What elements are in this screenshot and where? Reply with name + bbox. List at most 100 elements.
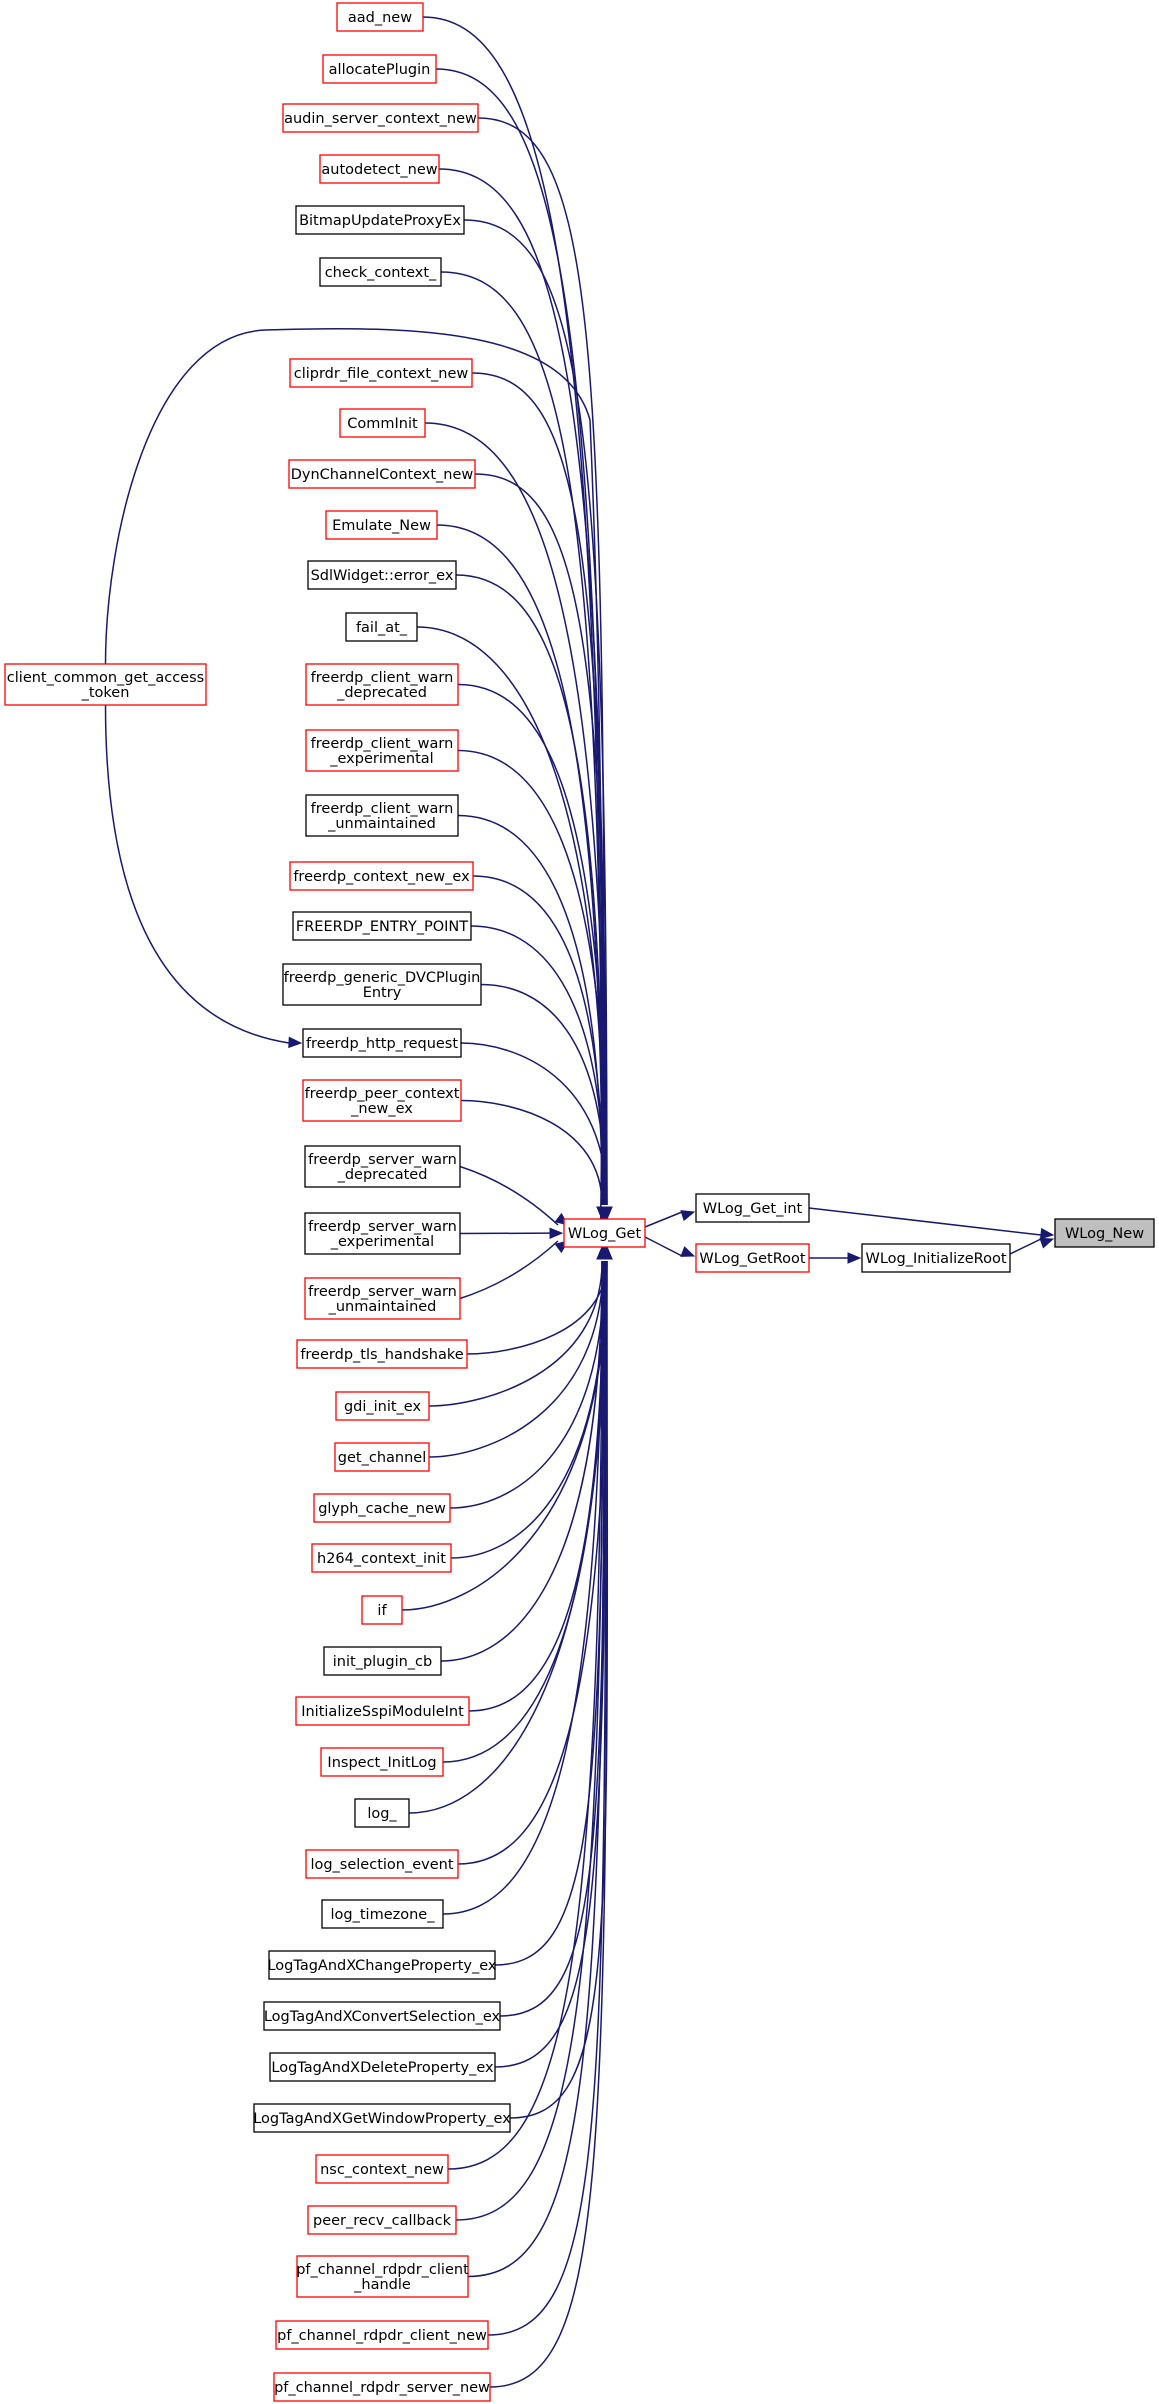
node-WLog_Get[interactable]: WLog_Get (563, 1218, 646, 1248)
edge-freerdp_peer_context_new_ex-to-WLog_Get-arrow (596, 1206, 608, 1221)
node-label: get_channel (338, 1450, 426, 1466)
node-if[interactable]: if (361, 1595, 403, 1625)
node-freerdp_server_warn_unmaintained[interactable]: freerdp_server_warn_unmaintained (304, 1277, 461, 1320)
node-freerdp_tls_handshake[interactable]: freerdp_tls_handshake (296, 1339, 468, 1369)
node-box (268, 1950, 496, 1980)
node-label: gdi_init_ex (344, 1399, 422, 1415)
node-LogTagAndXConvertSelection_ex[interactable]: LogTagAndXConvertSelection_ex (263, 2001, 501, 2031)
node-label: _new_ex (350, 1101, 413, 1117)
node-BitmapUpdateProxyEx[interactable]: BitmapUpdateProxyEx (295, 205, 465, 235)
edge-LogTagAndXConvertSelection_ex-to-WLog_Get (499, 1260, 606, 2017)
node-nsc_context_new[interactable]: nsc_context_new (315, 2154, 449, 2184)
node-Emulate_New[interactable]: Emulate_New (325, 510, 438, 540)
node-box (339, 408, 426, 438)
node-pf_channel_rdpdr_server_new[interactable]: pf_channel_rdpdr_server_new (273, 2372, 491, 2402)
node-label: client_common_get_access (7, 670, 204, 686)
node-box (289, 861, 474, 891)
node-freerdp_server_warn_experimental[interactable]: freerdp_server_warn_experimental (304, 1212, 461, 1255)
node-box (263, 2001, 501, 2031)
node-h264_context_init[interactable]: h264_context_init (311, 1543, 452, 1573)
edge-glyph_cache_new-to-WLog_Get (449, 1260, 606, 1509)
node-check_context_[interactable]: check_context_ (319, 257, 442, 287)
node-WLog_GetRoot[interactable]: WLog_GetRoot (695, 1243, 810, 1273)
node-aad_new[interactable]: aad_new (336, 2, 424, 32)
node-freerdp_http_request[interactable]: freerdp_http_request (302, 1028, 462, 1058)
node-pf_channel_rdpdr_client_new[interactable]: pf_channel_rdpdr_client_new (275, 2320, 489, 2350)
node-label: freerdp_client_warn (311, 801, 454, 817)
node-CommInit[interactable]: CommInit (339, 408, 426, 438)
node-label: init_plugin_cb (333, 1654, 432, 1670)
node-label: cliprdr_file_context_new (294, 366, 469, 382)
node-label: freerdp_client_warn (311, 736, 454, 752)
node-freerdp_server_warn_deprecated[interactable]: freerdp_server_warn_deprecated (304, 1145, 461, 1188)
node-freerdp_context_new_ex[interactable]: freerdp_context_new_ex (289, 861, 474, 891)
node-freerdp_peer_context_new_ex[interactable]: freerdp_peer_context_new_ex (302, 1079, 462, 1122)
node-LogTagAndXGetWindowProperty_ex[interactable]: LogTagAndXGetWindowProperty_ex (253, 2103, 511, 2133)
node-box (313, 1493, 451, 1523)
node-box (695, 1193, 810, 1223)
node-log_[interactable]: log_ (354, 1798, 410, 1828)
node-allocatePlugin[interactable]: allocatePlugin (322, 54, 437, 84)
node-label: fail_at_ (356, 620, 408, 636)
edge-WLog_Get_int-to-WLog_New-arrow (1039, 1227, 1055, 1240)
node-log_timezone_[interactable]: log_timezone_ (321, 1899, 444, 1929)
node-DynChannelContext_new[interactable]: DynChannelContext_new (288, 459, 476, 489)
node-cliprdr_file_context_new[interactable]: cliprdr_file_context_new (289, 358, 473, 388)
node-box (289, 358, 473, 388)
node-glyph_cache_new[interactable]: glyph_cache_new (313, 1493, 451, 1523)
node-pf_channel_rdpdr_client_handle[interactable]: pf_channel_rdpdr_client_handle (296, 2255, 469, 2298)
node-box (334, 1442, 430, 1472)
node-label: WLog_GetRoot (699, 1251, 805, 1267)
node-box (292, 911, 472, 941)
edge-audin_server_context_new-to-WLog_Get (477, 117, 606, 1206)
node-label: LogTagAndXConvertSelection_ex (264, 2009, 501, 2025)
node-InitializeSspiModuleInt[interactable]: InitializeSspiModuleInt (295, 1696, 470, 1726)
node-LogTagAndXDeleteProperty_ex[interactable]: LogTagAndXDeleteProperty_ex (269, 2052, 496, 2082)
node-box (336, 2, 424, 32)
edge-WLog_InitializeRoot-to-WLog_New (1009, 1238, 1042, 1255)
node-client_common_get_access_token[interactable]: client_common_get_access_token (4, 663, 207, 706)
edge-if-to-WLog_Get (401, 1260, 608, 1611)
node-box (354, 1798, 410, 1828)
edge-client_common_get_access_token-to-freerdp_http_request-arrow (288, 1036, 303, 1049)
edge-client_common_get_access_token-to-freerdp_http_request (104, 704, 290, 1044)
node-peer_recv_callback[interactable]: peer_recv_callback (307, 2205, 457, 2235)
node-WLog_InitializeRoot[interactable]: WLog_InitializeRoot (861, 1243, 1011, 1273)
node-label: freerdp_tls_handshake (300, 1347, 463, 1363)
node-box (335, 1391, 430, 1421)
node-get_channel[interactable]: get_channel (334, 1442, 430, 1472)
node-label: freerdp_server_warn (308, 1219, 457, 1235)
edge-aad_new-to-WLog_Get (422, 16, 603, 1206)
node-box (295, 205, 465, 235)
node-WLog_Get_int[interactable]: WLog_Get_int (695, 1193, 810, 1223)
edge-SdlWidget_error_ex-to-WLog_Get (455, 574, 605, 1206)
node-fail_at_[interactable]: fail_at_ (345, 612, 418, 642)
edge-DynChannelContext_new-to-WLog_Get (474, 473, 608, 1206)
node-box (4, 663, 207, 706)
node-freerdp_client_warn_unmaintained[interactable]: freerdp_client_warn_unmaintained (305, 794, 459, 837)
node-FREERDP_ENTRY_POINT[interactable]: FREERDP_ENTRY_POINT (292, 911, 472, 941)
node-init_plugin_cb[interactable]: init_plugin_cb (323, 1646, 442, 1676)
node-gdi_init_ex[interactable]: gdi_init_ex (335, 1391, 430, 1421)
node-box (345, 612, 418, 642)
edge-freerdp_server_warn_deprecated-to-WLog_Get (459, 1165, 559, 1226)
node-audin_server_context_new[interactable]: audin_server_context_new (282, 103, 479, 133)
edge-h264_context_init-to-WLog_Get (450, 1260, 607, 1559)
node-log_selection_event[interactable]: log_selection_event (305, 1849, 459, 1879)
node-label: LogTagAndXDeleteProperty_ex (271, 2060, 494, 2076)
node-SdlWidget_error_ex[interactable]: SdlWidget::error_ex (307, 560, 457, 590)
node-Inspect_InitLog[interactable]: Inspect_InitLog (320, 1747, 444, 1777)
node-label: log_selection_event (310, 1857, 453, 1873)
node-autodetect_new[interactable]: autodetect_new (319, 154, 440, 184)
node-box (305, 663, 459, 706)
node-label: CommInit (347, 416, 418, 432)
node-WLog_New: WLog_New (1054, 1218, 1155, 1248)
node-freerdp_client_warn_deprecated[interactable]: freerdp_client_warn_deprecated (305, 663, 459, 706)
node-box (302, 1028, 462, 1058)
node-freerdp_client_warn_experimental[interactable]: freerdp_client_warn_experimental (305, 729, 459, 772)
node-label: peer_recv_callback (313, 2213, 452, 2229)
node-LogTagAndXChangeProperty_ex[interactable]: LogTagAndXChangeProperty_ex (267, 1950, 497, 1980)
node-label: freerdp_peer_context (305, 1086, 460, 1102)
node-label: FREERDP_ENTRY_POINT (296, 919, 468, 935)
